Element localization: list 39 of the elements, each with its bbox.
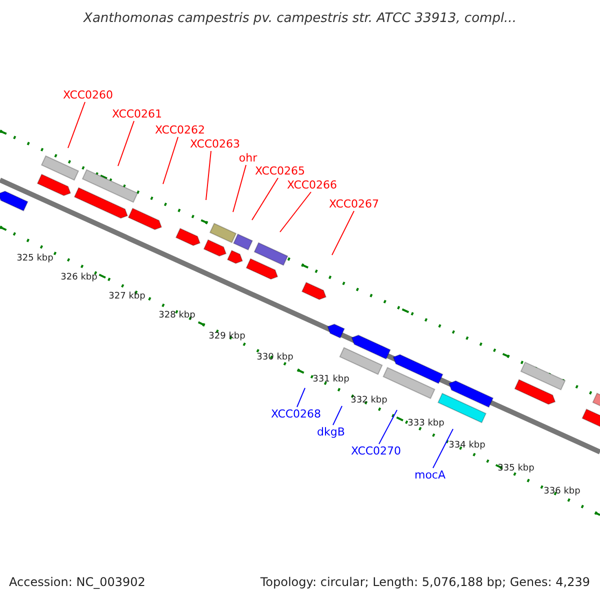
scale-label: 326 kbp — [60, 274, 98, 282]
gene-label: XCC0260 — [62, 90, 114, 100]
scale-label: 327 kbp — [108, 292, 146, 302]
gene-label: XCC0265 — [254, 166, 306, 176]
scale-label: 334 kbp — [448, 442, 486, 450]
map-title: Xanthomonas campestris pv. campestris str. ATCC 33913, compl... — [82, 12, 518, 25]
scale-label: 330 kbp — [256, 354, 294, 362]
gene-label: XCC0266 — [286, 180, 338, 190]
leader-line — [332, 406, 342, 426]
genome-info-text: Topology: circular; Length: 5,076,188 bp; Genes: 4,239 — [260, 576, 590, 588]
gene-label: XCC0261 — [112, 108, 162, 120]
gene-label: XCC0270 — [350, 446, 402, 456]
leader-line — [118, 120, 134, 166]
scale-label: 336 kbp — [544, 488, 580, 496]
gene-label: XCC0267 — [328, 198, 380, 210]
scale-label: 331 kbp — [312, 376, 350, 384]
leader-line — [378, 410, 398, 444]
leader-line — [68, 102, 86, 148]
leader-line — [206, 150, 212, 200]
leader-line — [332, 210, 354, 256]
scale-label: 333 kbp — [408, 420, 444, 428]
leader-line — [162, 136, 178, 184]
gene-label: XCC0262 — [154, 124, 206, 136]
gene-label: XCC0268 — [270, 408, 322, 420]
scale-label: 329 kbp — [208, 332, 246, 342]
accession-text: Accession: NC_003902 — [9, 576, 146, 588]
leader-line — [296, 388, 306, 408]
scale-label: 328 kbp — [158, 312, 196, 320]
leader-line — [432, 428, 454, 468]
gene-label: ohr — [238, 152, 258, 164]
leader-line — [232, 164, 246, 212]
leader-line — [280, 192, 312, 232]
scale-label: 325 kbp — [16, 254, 54, 264]
gene-label: XCC0263 — [190, 138, 240, 150]
gene-label: mocA — [414, 470, 446, 480]
scale-label: 335 kbp — [498, 464, 534, 474]
leader-line — [252, 178, 278, 220]
scale-label: 332 kbp — [350, 396, 388, 406]
gene-label: dkgB — [317, 426, 345, 438]
